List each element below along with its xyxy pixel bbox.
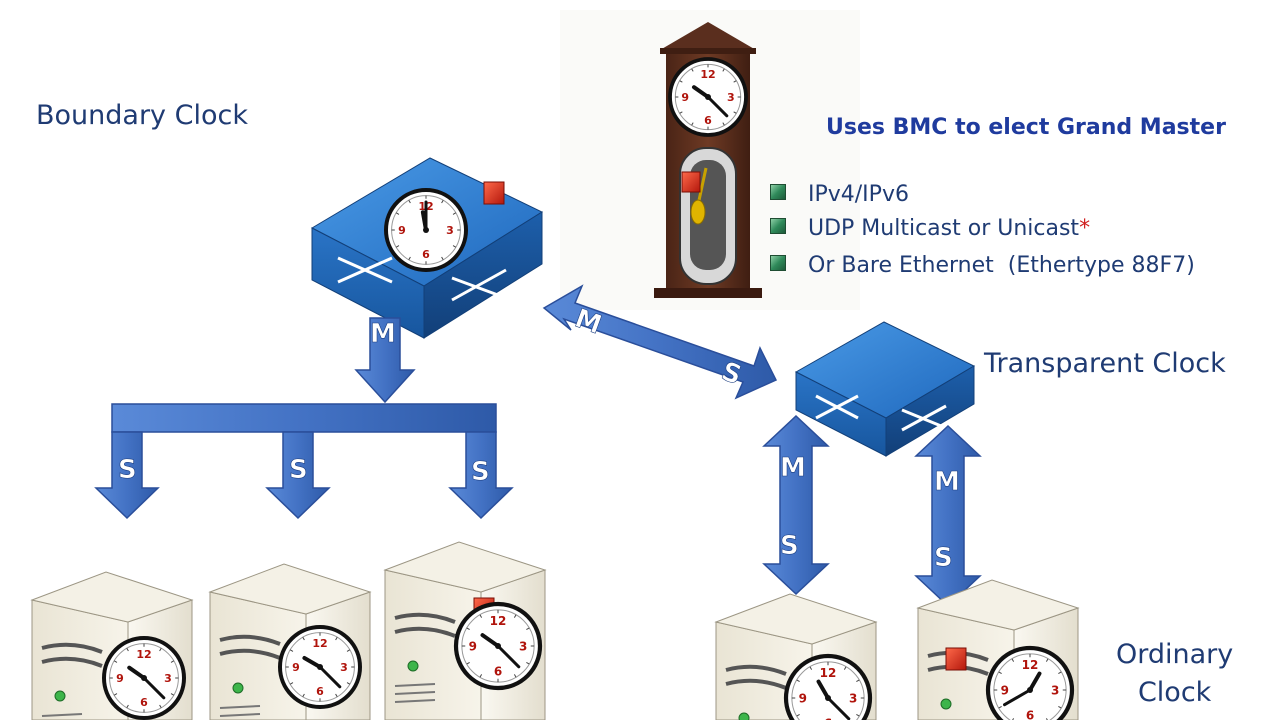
slave-arrow-3 [448,431,514,520]
letter-s-1: S [118,455,137,485]
power-led-icon [54,690,66,702]
power-led-icon [407,660,419,672]
bullet-icon [770,255,786,271]
transparent-clock-switch [794,321,976,457]
tc-left-arrow [762,414,830,596]
slave-arrow-1 [94,431,160,520]
clock-numeral: 6 [824,717,832,720]
clock-numeral: 3 [446,224,454,237]
clock-numeral: 3 [1051,683,1059,697]
servers [30,541,1080,720]
clock-numeral: 3 [340,661,348,674]
clock-numeral: 12 [700,68,715,81]
tc-right-arrow [914,424,982,608]
clock-numeral: 9 [1001,683,1009,697]
bullet-text: IPv4/IPv6 [808,182,909,207]
letter-m-boundary: M [370,319,396,349]
clock-numeral: 9 [292,661,300,674]
power-led-icon [232,682,244,694]
grandmaster-marker-icon [483,181,505,205]
power-led-icon [738,712,750,720]
letter-m-tc-right: M [934,467,960,497]
bullet-item: Or Bare Ethernet (Ethertype 88F7) [770,253,1195,278]
clock-numeral: 6 [704,114,712,127]
letter-m-tc-left: M [780,453,806,483]
master-down-arrow [354,317,416,404]
bullet-icon [770,184,786,200]
clock-icon: 12 3 6 9 [453,601,543,691]
clock-numeral: 12 [1022,658,1039,672]
bullet-marker: * [1079,216,1091,241]
power-led-icon [940,698,952,710]
switch-arrows-icon [815,394,947,432]
clock-icon: 12 3 6 9 [278,625,362,709]
clock-numeral: 9 [398,224,406,237]
transparent-clock-label: Transparent Clock [984,348,1226,379]
bullet-text: Or Bare Ethernet (Ethertype 88F7) [808,253,1195,278]
bullet-text: UDP Multicast or Unicast [808,216,1080,241]
clocks: 12369123691236912369123691236912369 [102,57,1075,720]
clock-numeral: 12 [312,637,327,650]
boundary-clock-label: Boundary Clock [36,100,248,131]
distribution-bus [111,403,497,433]
clock-icon: 12 3 6 9 [985,645,1075,720]
clock-numeral: 6 [494,665,502,679]
clock-numeral: 3 [519,639,527,653]
clock-numeral: 6 [1026,709,1034,720]
bmc-heading: Uses BMC to elect Grand Master [826,115,1226,140]
grandmaster-marker-icon [945,647,967,671]
bullet-icon [770,218,786,234]
bullet-item: IPv4/IPv6 [770,182,909,207]
clock-icon: 12 3 6 9 [102,636,186,720]
clock-numeral: 9 [681,91,689,104]
ordinary-clock-label-line1: Ordinary [1116,639,1234,670]
clock-numeral: 3 [164,672,172,685]
diagonal-arrow [542,284,778,400]
clock-numeral: 12 [490,614,507,628]
clock-numeral: 3 [727,91,735,104]
clock-numeral: 12 [820,666,837,680]
switch-arrows-icon [337,256,507,302]
clock-icon: 12 3 6 9 [668,57,748,137]
ordinary-clock-label-line2: Clock [1137,677,1212,708]
arrows [94,284,982,608]
clock-numeral: 6 [422,248,430,261]
bullet-item: UDP Multicast or Unicast* [770,216,1090,241]
slave-arrow-2 [265,431,331,520]
clock-numeral: 12 [136,648,151,661]
clock-numeral: 9 [469,639,477,653]
clock-numeral: 9 [116,672,124,685]
clock-icon: 12 3 6 9 [783,653,873,720]
clock-numeral: 6 [316,685,324,698]
ordinary-clock-label: Ordinary Clock [1116,636,1233,712]
clock-numeral: 6 [140,696,148,709]
clock-numeral: 3 [849,691,857,705]
clock-numeral: 9 [799,691,807,705]
letter-s-tc-right: S [934,543,953,573]
letter-s-tc-left: S [780,531,799,561]
letter-s-2: S [289,455,308,485]
letter-s-3: S [471,457,490,487]
arrow-letters: M S S S M S M S M S [118,303,960,573]
